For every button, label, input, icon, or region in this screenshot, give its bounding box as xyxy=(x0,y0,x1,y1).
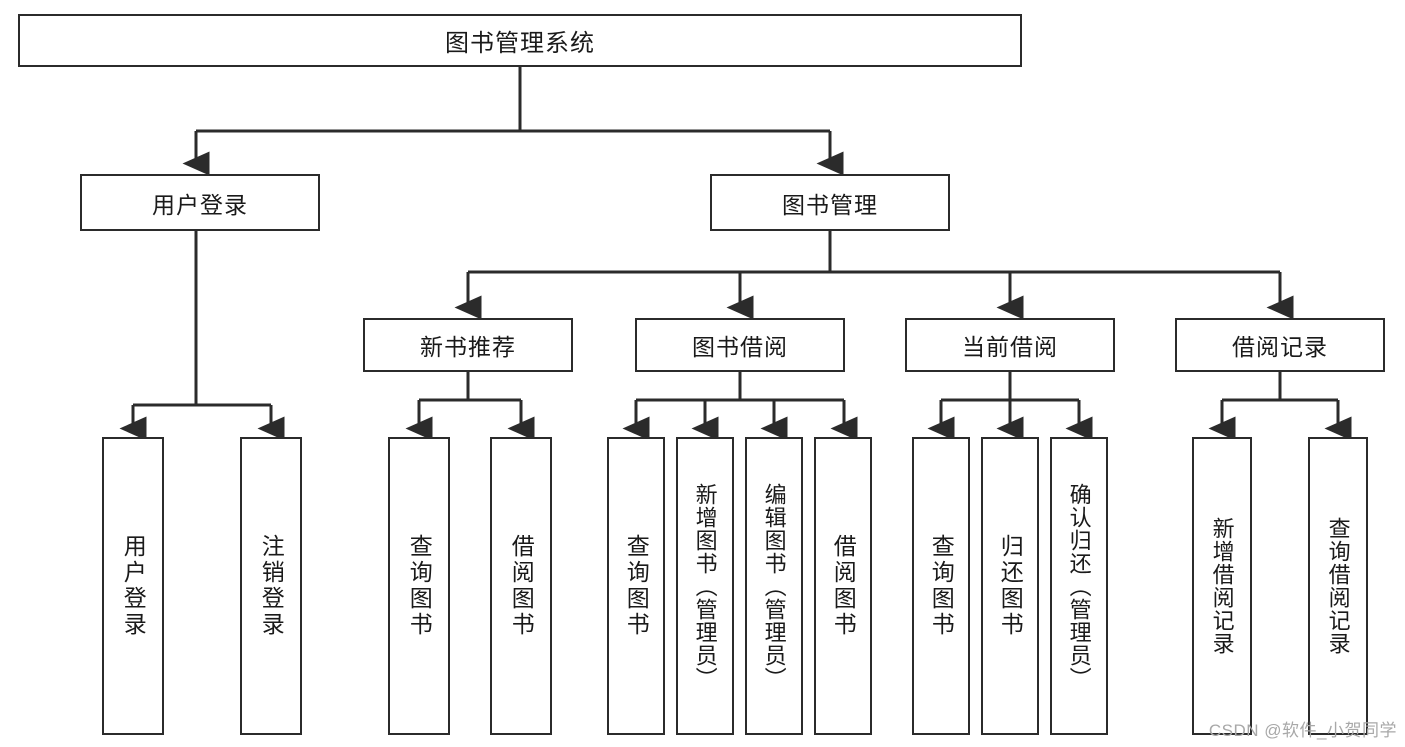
node-leaf-confirm-return-label: 确认归还（管理员） xyxy=(1066,482,1092,690)
node-leaf-borrow-book-2-label: 借阅图书 xyxy=(830,534,857,638)
node-user-login[interactable]: 用户登录 xyxy=(80,174,320,231)
node-leaf-add-record-label: 新增借阅记录 xyxy=(1209,517,1235,655)
node-borrow-record-label: 借阅记录 xyxy=(1232,334,1328,360)
node-borrow-record[interactable]: 借阅记录 xyxy=(1175,318,1385,372)
node-leaf-query-book-1[interactable]: 查询图书 xyxy=(388,437,450,735)
node-book-borrow-label: 图书借阅 xyxy=(692,334,788,360)
node-leaf-logout[interactable]: 注销登录 xyxy=(240,437,302,735)
node-leaf-add-book-label: 新增图书（管理员） xyxy=(692,482,718,690)
node-root[interactable]: 图书管理系统 xyxy=(18,14,1022,67)
node-leaf-edit-book-label: 编辑图书（管理员） xyxy=(761,482,787,690)
node-leaf-query-book-3[interactable]: 查询图书 xyxy=(912,437,970,735)
node-leaf-logout-label: 注销登录 xyxy=(258,534,285,638)
node-leaf-add-record[interactable]: 新增借阅记录 xyxy=(1192,437,1252,735)
node-leaf-confirm-return[interactable]: 确认归还（管理员） xyxy=(1050,437,1108,735)
node-leaf-return-book[interactable]: 归还图书 xyxy=(981,437,1039,735)
node-new-book-recommend-label: 新书推荐 xyxy=(420,334,516,360)
node-leaf-user-login[interactable]: 用户登录 xyxy=(102,437,164,735)
node-leaf-query-book-1-label: 查询图书 xyxy=(406,534,433,638)
node-leaf-query-book-2-label: 查询图书 xyxy=(623,534,650,638)
node-leaf-edit-book[interactable]: 编辑图书（管理员） xyxy=(745,437,803,735)
node-user-login-label: 用户登录 xyxy=(152,191,248,218)
node-leaf-user-login-label: 用户登录 xyxy=(120,534,147,638)
node-leaf-add-book[interactable]: 新增图书（管理员） xyxy=(676,437,734,735)
node-new-book-recommend[interactable]: 新书推荐 xyxy=(363,318,573,372)
node-current-borrow[interactable]: 当前借阅 xyxy=(905,318,1115,372)
node-root-label: 图书管理系统 xyxy=(445,30,595,57)
node-book-borrow[interactable]: 图书借阅 xyxy=(635,318,845,372)
node-book-manage-label: 图书管理 xyxy=(782,191,878,218)
node-leaf-borrow-book-1[interactable]: 借阅图书 xyxy=(490,437,552,735)
node-current-borrow-label: 当前借阅 xyxy=(962,334,1058,360)
node-leaf-query-book-2[interactable]: 查询图书 xyxy=(607,437,665,735)
node-leaf-query-record-label: 查询借阅记录 xyxy=(1325,517,1351,655)
node-leaf-borrow-book-1-label: 借阅图书 xyxy=(508,534,535,638)
node-leaf-return-book-label: 归还图书 xyxy=(997,534,1024,638)
node-leaf-query-record[interactable]: 查询借阅记录 xyxy=(1308,437,1368,735)
node-leaf-query-book-3-label: 查询图书 xyxy=(928,534,955,638)
node-book-manage[interactable]: 图书管理 xyxy=(710,174,950,231)
node-leaf-borrow-book-2[interactable]: 借阅图书 xyxy=(814,437,872,735)
watermark: CSDN @软件_小贺同学 xyxy=(1208,721,1397,740)
